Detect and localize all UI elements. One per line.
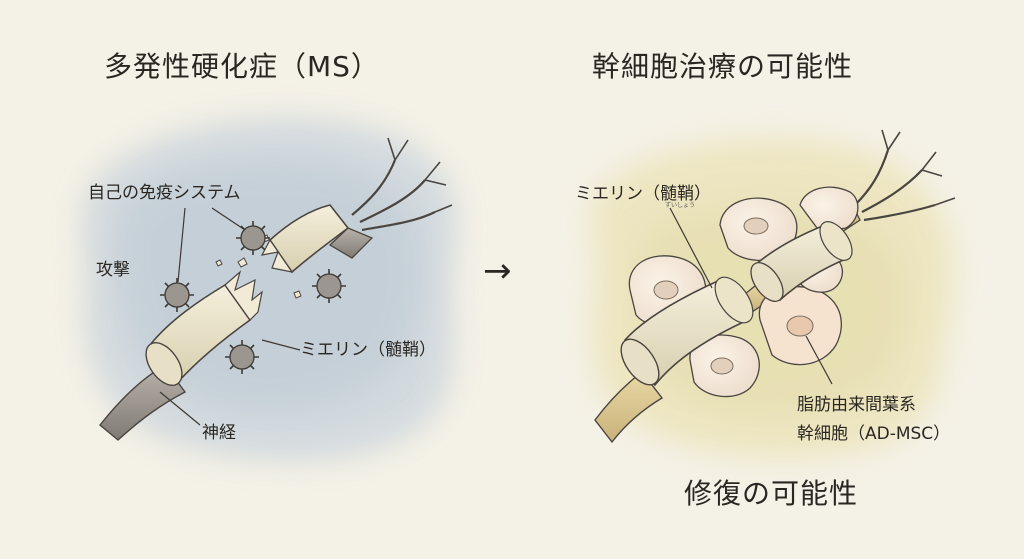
immune-cell: [312, 269, 346, 303]
immune-cell: [160, 278, 194, 312]
stem-cell: [799, 186, 859, 233]
adsc-label-line1: 脂肪由来間葉系: [797, 395, 916, 415]
immune-cell: [225, 340, 259, 374]
left-myelin: [145, 204, 350, 386]
right-title: 幹細胞治療の可能性: [592, 50, 854, 83]
immune-cells: [160, 221, 346, 374]
stem-cell: [719, 197, 798, 262]
right-leader-lines: [669, 207, 833, 385]
left-leader-lines: [159, 207, 301, 426]
nerve-label: 神経: [202, 423, 236, 443]
transition-arrow: →: [483, 251, 512, 291]
left-nerve: [99, 137, 453, 441]
immune-cell: [236, 221, 270, 255]
left-myelin-label: ミエリン（髄鞘）: [300, 340, 436, 360]
stem-cell: [689, 334, 760, 398]
immune-system-label: 自己の免疫システム: [88, 183, 241, 203]
right-myelin: [620, 221, 853, 387]
adsc-label-line2: 幹細胞（AD-MSC）: [797, 424, 951, 444]
left-title: 多発性硬化症（MS）: [104, 50, 380, 83]
repair-label: 修復の可能性: [684, 477, 859, 510]
attack-label: 攻撃: [96, 260, 130, 280]
myelin-reading-label: ずいしょう: [665, 202, 696, 209]
right-myelin-label: ミエリン（髄鞘）: [575, 184, 711, 204]
